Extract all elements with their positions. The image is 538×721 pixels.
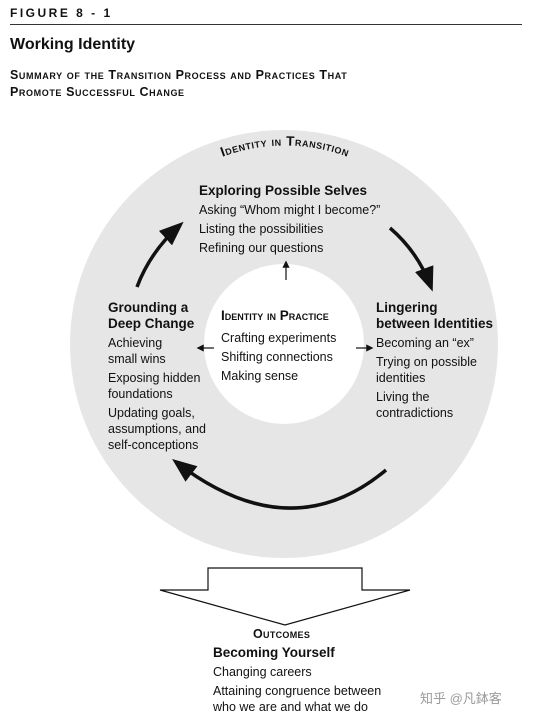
node-item: Trying on possible identities (376, 354, 506, 386)
node-item: Shifting connections (221, 350, 333, 364)
figure-label: FIGURE 8 - 1 (10, 6, 113, 20)
arrow-bottom-right-to-left (172, 459, 388, 510)
node-item-line: Achieving (108, 336, 163, 350)
node-item: Listing the possibilities (199, 222, 324, 236)
node-item-line: foundations (108, 387, 173, 401)
subtitle-line-1: Summary of the Transition Process and Pr… (10, 68, 348, 82)
node-item: Crafting experiments (221, 331, 337, 345)
node-item: Achieving small wins (108, 335, 218, 367)
node-exploring-possible-selves: Exploring Possible Selves Asking “Whom m… (199, 183, 380, 256)
practice-core (204, 264, 364, 424)
node-item-line: assumptions, and (108, 422, 206, 436)
node-item-line: small wins (108, 352, 166, 366)
outcome-item: Attaining congruence between who we are … (213, 683, 381, 715)
node-item: Exposing hidden foundations (108, 370, 218, 402)
outcome-item-line: Attaining congruence between (213, 684, 382, 698)
outcome-item: Changing careers (213, 664, 381, 680)
outcome-item-line: Changing careers (213, 665, 312, 679)
node-item-line: Living the (376, 390, 430, 404)
node-item: Refining our questions (199, 241, 324, 255)
node-grounding-deep-change: Grounding a Deep Change Achieving small … (108, 300, 218, 453)
arrow-top-to-right (388, 226, 434, 292)
node-item: Updating goals, assumptions, and self-co… (108, 405, 218, 453)
subtitle-line-2: Promote Successful Change (10, 85, 185, 99)
watermark: 知乎 @凡鉢客 (420, 691, 502, 706)
node-item-line: Becoming an “ex” (376, 336, 474, 350)
arrow-left-to-top (135, 221, 184, 288)
outcomes-block: Outcomes Becoming Yourself Changing care… (213, 626, 381, 715)
node-item: Making sense (221, 369, 299, 383)
outcome-item-line: who we are and what we do (213, 700, 368, 714)
node-item-line: Trying on possible (376, 355, 477, 369)
outcomes-label: Outcomes (253, 627, 311, 641)
node-heading: Identity in Practice (221, 308, 329, 323)
node-item: Becoming an “ex” (376, 335, 506, 351)
node-item-line: self-conceptions (108, 438, 199, 452)
node-item-line: identities (376, 371, 426, 385)
node-item: Asking “Whom might I become?” (199, 203, 381, 217)
node-item: Living the contradictions (376, 389, 506, 421)
node-item-line: Updating goals, (108, 406, 195, 420)
node-heading-line: Grounding a (108, 300, 189, 315)
header-rule (10, 24, 522, 25)
node-lingering-between-identities: Lingering between Identities Becoming an… (376, 300, 506, 421)
node-heading-line: Lingering (376, 300, 438, 315)
node-heading: Exploring Possible Selves (199, 183, 368, 198)
node-heading-line: between Identities (376, 316, 494, 331)
outcomes-heading: Becoming Yourself (213, 645, 335, 660)
node-identity-in-practice: Identity in Practice Crafting experiment… (221, 308, 361, 384)
outcomes-arrow (159, 567, 411, 626)
node-heading-line: Deep Change (108, 316, 195, 331)
node-item-line: Exposing hidden (108, 371, 201, 385)
figure-title: Working Identity (10, 36, 136, 53)
node-item-line: contradictions (376, 406, 454, 420)
figure-subtitle: Summary of the Transition Process and Pr… (10, 67, 530, 101)
